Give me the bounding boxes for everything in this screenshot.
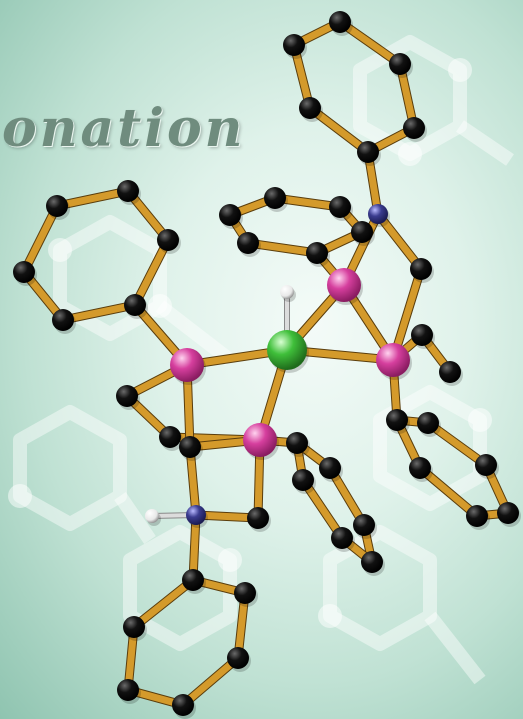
- bond: [416, 464, 481, 520]
- hydrogen-atom: [145, 509, 159, 523]
- carbon-atom: [409, 457, 431, 479]
- carbon-atom: [182, 569, 204, 591]
- carbon-atom: [292, 469, 314, 491]
- carbon-atom: [264, 187, 286, 209]
- bond: [130, 576, 197, 631]
- carbon-atom: [319, 457, 341, 479]
- phosphorus-atom: [243, 423, 277, 457]
- carbon-atom: [329, 11, 351, 33]
- cover-title-fragment: onation: [2, 98, 246, 159]
- carbon-atom: [410, 258, 432, 280]
- carbon-atom: [13, 261, 35, 283]
- hydrogen-atom: [280, 285, 294, 299]
- carbon-atom: [357, 141, 379, 163]
- carbon-atom: [234, 582, 256, 604]
- nitrogen-atom: [368, 204, 388, 224]
- carbon-atom: [386, 409, 408, 431]
- carbon-atom: [403, 117, 425, 139]
- carbon-atom: [286, 432, 308, 454]
- phosphorus-atom: [170, 348, 204, 382]
- carbon-atom: [157, 229, 179, 251]
- carbon-atom: [219, 204, 241, 226]
- bond: [244, 239, 321, 257]
- carbon-atom: [389, 53, 411, 75]
- carbon-atom: [283, 34, 305, 56]
- carbon-atom: [227, 647, 249, 669]
- phosphorus-atom: [376, 343, 410, 377]
- bond: [424, 419, 490, 469]
- metal-atom: [267, 330, 307, 370]
- carbon-atom: [497, 502, 519, 524]
- carbon-atom: [124, 294, 146, 316]
- carbon-atom: [306, 242, 328, 264]
- bond: [131, 236, 172, 309]
- carbon-atom: [353, 514, 375, 536]
- bond: [186, 443, 200, 519]
- bond: [20, 202, 61, 276]
- carbon-atom: [299, 97, 321, 119]
- carbon-atom: [329, 196, 351, 218]
- nitrogen-atom: [186, 505, 206, 525]
- carbon-atom: [475, 454, 497, 476]
- bond: [336, 18, 404, 68]
- carbon-atom: [411, 324, 433, 346]
- carbon-atom: [247, 507, 269, 529]
- carbon-atom: [361, 551, 383, 573]
- bond: [53, 187, 132, 210]
- bond: [59, 301, 139, 324]
- carbon-atom: [117, 180, 139, 202]
- bond: [179, 654, 242, 709]
- carbon-atom: [417, 412, 439, 434]
- bond: [306, 104, 372, 156]
- carbon-atom: [237, 232, 259, 254]
- carbon-atom: [46, 195, 68, 217]
- carbon-atom: [52, 309, 74, 331]
- carbon-atom: [439, 361, 461, 383]
- phosphorus-atom: [327, 268, 361, 302]
- carbon-atom: [117, 679, 139, 701]
- carbon-atom: [331, 527, 353, 549]
- carbon-atom: [466, 505, 488, 527]
- carbon-atom: [116, 385, 138, 407]
- bond: [374, 210, 425, 273]
- carbon-atom: [159, 426, 181, 448]
- carbon-atom: [172, 694, 194, 716]
- bond: [326, 464, 368, 529]
- bond: [299, 476, 346, 542]
- carbon-atom: [123, 616, 145, 638]
- carbon-atom: [179, 436, 201, 458]
- carbon-atom: [351, 221, 373, 243]
